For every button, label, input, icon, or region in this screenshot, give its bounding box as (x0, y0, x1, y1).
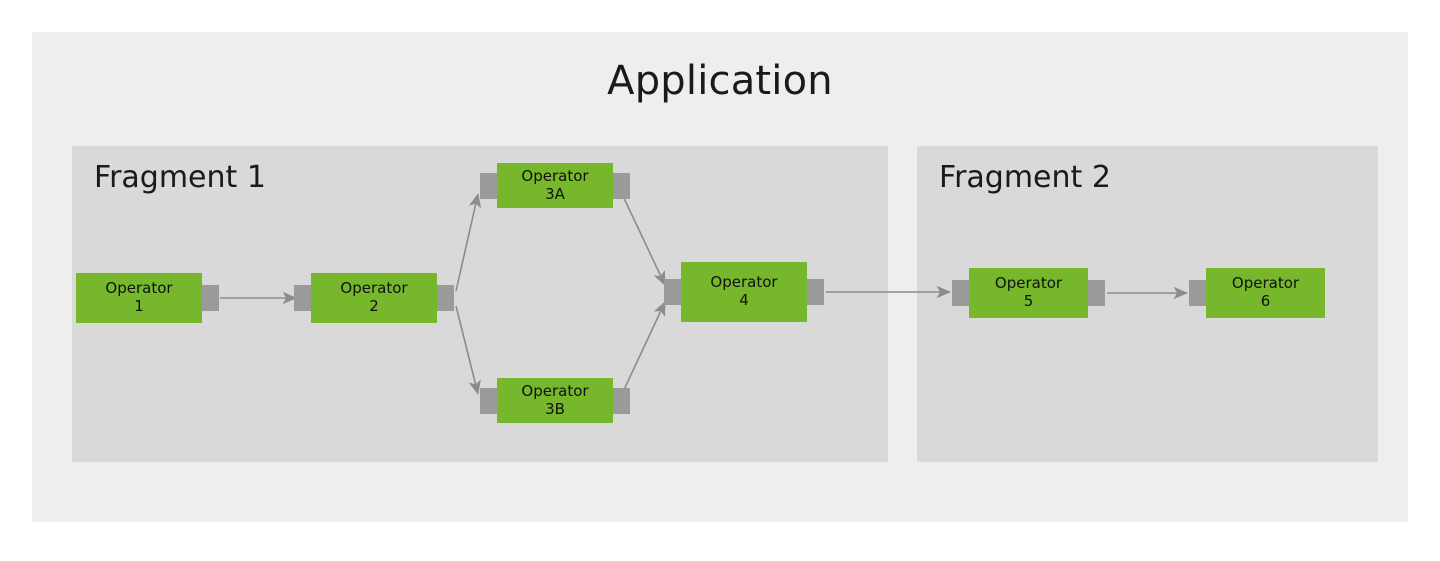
operator-2-number: 2 (369, 297, 379, 315)
fragment-1-label: Fragment 1 (94, 160, 266, 195)
operator-5-output-port[interactable] (1088, 280, 1105, 306)
operator-node-6[interactable]: Operator 6 (1189, 268, 1325, 318)
operator-6-number: 6 (1260, 292, 1271, 310)
operator-1-name: Operator (105, 279, 173, 298)
operator-node-3a[interactable]: Operator 3A (480, 163, 630, 208)
operator-3b-number: 3B (545, 399, 565, 418)
operator-3a-number: 3A (545, 184, 565, 203)
operator-4-input-port[interactable] (664, 279, 681, 305)
operator-4-name: Operator (710, 273, 778, 292)
application-title: Application (607, 58, 833, 104)
operator-3a-name: Operator (521, 166, 589, 185)
operator-3b-output-port[interactable] (613, 387, 630, 414)
operator-node-4[interactable]: Operator 4 (664, 262, 824, 322)
operator-2-input-port[interactable] (294, 285, 311, 311)
operator-node-1[interactable]: Operator 1 (76, 273, 219, 323)
operator-2-output-port[interactable] (437, 285, 454, 311)
operator-1-number: 1 (134, 297, 144, 315)
operator-6-input-port[interactable] (1189, 280, 1206, 306)
operator-2-name: Operator (340, 279, 408, 298)
fragment-2-label: Fragment 2 (939, 160, 1111, 195)
operator-5-number: 5 (1023, 292, 1034, 310)
operator-4-output-port[interactable] (807, 279, 824, 305)
operator-6-name: Operator (1231, 274, 1300, 293)
operator-4-number: 4 (739, 291, 749, 309)
operator-5-name: Operator (994, 274, 1063, 293)
operator-node-5[interactable]: Operator 5 (952, 268, 1105, 318)
operator-3b-name: Operator (521, 381, 589, 400)
operator-3a-output-port[interactable] (613, 172, 630, 199)
operator-node-2[interactable]: Operator 2 (294, 273, 454, 323)
operator-1-output-port[interactable] (202, 285, 219, 311)
operator-3a-input-port[interactable] (480, 172, 497, 199)
operator-3b-input-port[interactable] (480, 387, 497, 414)
operator-node-3b[interactable]: Operator 3B (480, 378, 630, 423)
operator-5-input-port[interactable] (952, 280, 969, 306)
